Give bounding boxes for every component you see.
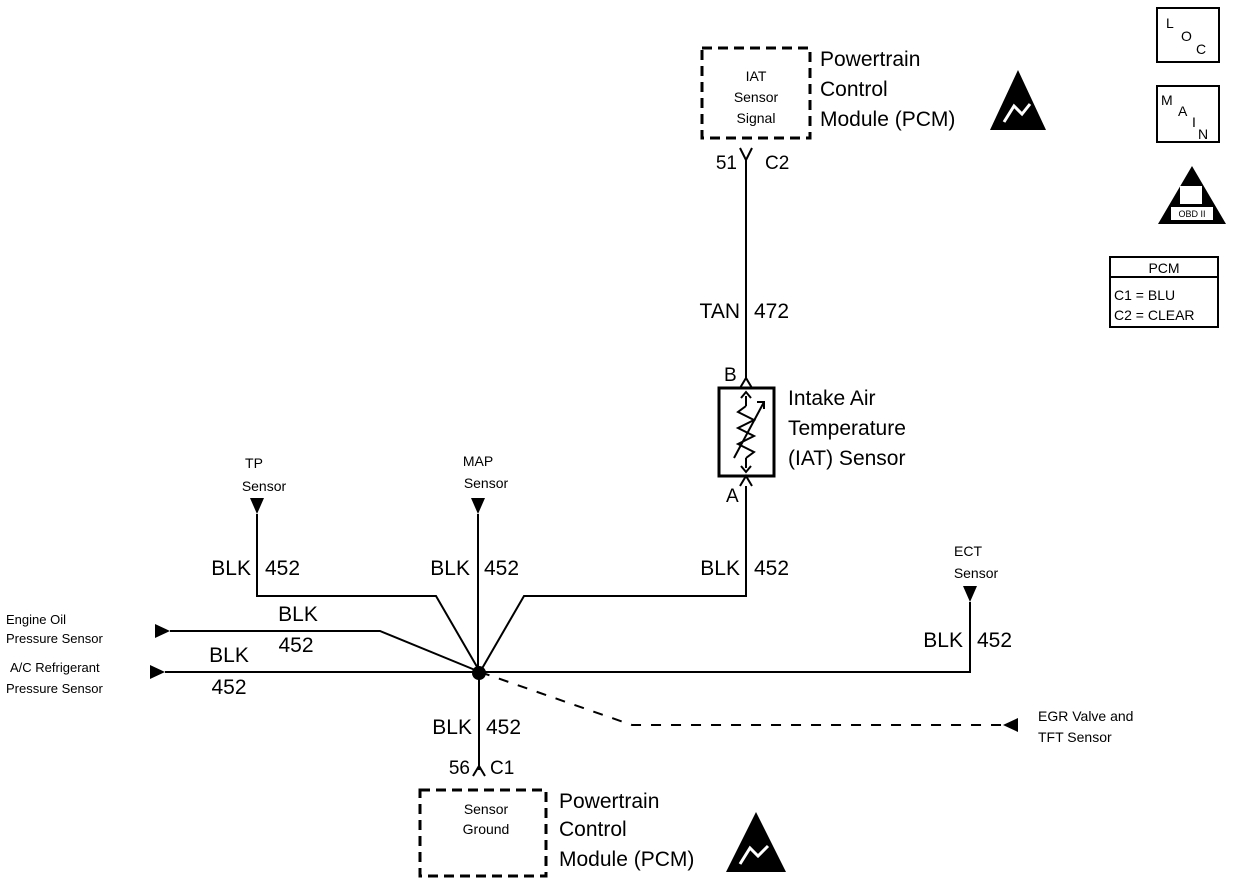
pcm-top-box-line-3: Signal	[737, 110, 776, 126]
pcm-connector-table: PCM C1 = BLU C2 = CLEAR	[1109, 256, 1219, 328]
pcm-bottom-title-line-1: Powertrain	[559, 790, 659, 813]
ground-connector: C1	[490, 758, 514, 779]
iat-title-line-1: Intake Air	[788, 387, 876, 410]
svg-text:C: C	[1196, 41, 1206, 57]
pcm-top-connector: C2	[765, 153, 789, 174]
esd-warning-icon-bottom	[726, 812, 786, 872]
iat-title-line-2: Temperature	[788, 417, 906, 440]
svg-text:O: O	[1181, 28, 1192, 44]
ect-wire-color: BLK	[923, 629, 963, 652]
egr-label-line-1: EGR Valve and	[1038, 708, 1133, 724]
egr-tft: EGR Valve and TFT Sensor	[479, 671, 1133, 745]
iat-ground-wire-color: BLK	[700, 557, 740, 580]
pcm-table-row-2: C2 = CLEAR	[1114, 307, 1195, 323]
oil-wire-circuit: 452	[278, 634, 313, 657]
tan-wire-color: TAN	[700, 300, 740, 323]
tp-sensor: TP Sensor BLK 452	[211, 455, 481, 673]
pcm-top-title-line-3: Module (PCM)	[820, 108, 955, 131]
iat-ground-wire	[479, 486, 747, 673]
iat-ground-wire-circuit: 452	[754, 557, 789, 580]
ect-wire-circuit: 452	[977, 629, 1012, 652]
pcm-bottom: Sensor Ground Powertrain Control Module …	[418, 788, 786, 878]
ac-label-line-2: Pressure Sensor	[6, 681, 103, 696]
pcm-top: IAT Sensor Signal Powertrain Control Mod…	[700, 46, 1046, 174]
tp-label-line-1: TP	[245, 455, 263, 471]
ect-label-line-2: Sensor	[954, 565, 999, 581]
map-sensor: MAP Sensor BLK 452	[430, 453, 519, 672]
map-wire-circuit: 452	[484, 557, 519, 580]
tp-terminal-arrow	[250, 498, 264, 514]
tp-wire-circuit: 452	[265, 557, 300, 580]
obd-ii-label: OBD II	[1178, 209, 1205, 219]
pcm-top-box-line-2: Sensor	[734, 89, 779, 105]
egr-label-line-2: TFT Sensor	[1038, 729, 1112, 745]
pcm-bottom-title-line-2: Control	[559, 818, 627, 841]
pcm-top-pin: 51	[716, 153, 737, 174]
ac-wire-circuit: 452	[211, 676, 246, 699]
ect-label-line-1: ECT	[954, 543, 982, 559]
svg-text:I: I	[1192, 114, 1196, 130]
svg-text:N: N	[1198, 126, 1208, 142]
map-label-line-2: Sensor	[464, 475, 509, 491]
pcm-top-box	[700, 46, 812, 140]
iat-title-line-3: (IAT) Sensor	[788, 447, 905, 470]
oil-wire	[170, 630, 481, 673]
tp-wire-color: BLK	[211, 557, 251, 580]
loc-icon: L O C	[1156, 7, 1220, 63]
oil-terminal-arrow	[155, 624, 170, 638]
ect-terminal-arrow	[963, 586, 977, 602]
ground-pin: 56	[449, 758, 470, 779]
map-wire-color: BLK	[430, 557, 470, 580]
ect-wire	[480, 602, 971, 673]
oil-wire-color: BLK	[278, 603, 318, 626]
iat-pin-b: B	[724, 365, 737, 386]
ac-wire-color: BLK	[209, 644, 249, 667]
pcm-bottom-title-line-3: Module (PCM)	[559, 848, 694, 871]
pcm-table-header: PCM	[1148, 260, 1179, 276]
egr-terminal-arrow	[1003, 718, 1018, 732]
oil-pressure-sensor: Engine Oil Pressure Sensor BLK 452	[6, 603, 481, 673]
pcm-top-connector-fork	[739, 147, 753, 163]
pcm-top-title-line-1: Powertrain	[820, 48, 920, 71]
oil-label-line-1: Engine Oil	[6, 612, 66, 627]
svg-text:A: A	[1178, 103, 1188, 119]
map-terminal-arrow	[471, 498, 485, 514]
pcm-top-title-line-2: Control	[820, 78, 888, 101]
egr-dashed-wire	[479, 671, 1002, 726]
pcm-top-box-line-1: IAT	[746, 68, 767, 84]
tp-label-line-2: Sensor	[242, 478, 287, 494]
oil-label-line-2: Pressure Sensor	[6, 631, 103, 646]
main-icon: M A I N	[1156, 85, 1220, 143]
ground-wire-color: BLK	[432, 716, 472, 739]
svg-text:M: M	[1161, 92, 1173, 108]
svg-text:L: L	[1166, 15, 1174, 31]
thermistor-icon	[733, 390, 765, 474]
ground-connector-fork	[472, 764, 486, 777]
iat-sensor: B A Intake Air Temperature (IAT) Sensor	[717, 365, 906, 507]
ac-pressure-sensor: A/C Refrigerant Pressure Sensor BLK 452	[6, 644, 480, 699]
map-label-line-1: MAP	[463, 453, 493, 469]
pcm-table-row-1: C1 = BLU	[1114, 287, 1175, 303]
tp-wire	[256, 514, 481, 673]
ground-wire-circuit: 452	[486, 716, 521, 739]
ground-wire: BLK 452 56 C1	[432, 673, 521, 779]
ac-label-line-1: A/C Refrigerant	[10, 660, 100, 675]
tan-wire-circuit: 472	[754, 300, 789, 323]
pcm-bottom-box-line-2: Ground	[463, 821, 510, 837]
obd-ii-icon: OBD II	[1158, 166, 1226, 224]
pcm-bottom-box	[418, 788, 548, 878]
ect-sensor: ECT Sensor BLK 452	[480, 543, 1012, 673]
pcm-bottom-box-line-1: Sensor	[464, 801, 509, 817]
ac-terminal-arrow	[150, 665, 165, 679]
iat-pin-a: A	[726, 486, 739, 507]
esd-warning-icon-top	[990, 70, 1046, 130]
